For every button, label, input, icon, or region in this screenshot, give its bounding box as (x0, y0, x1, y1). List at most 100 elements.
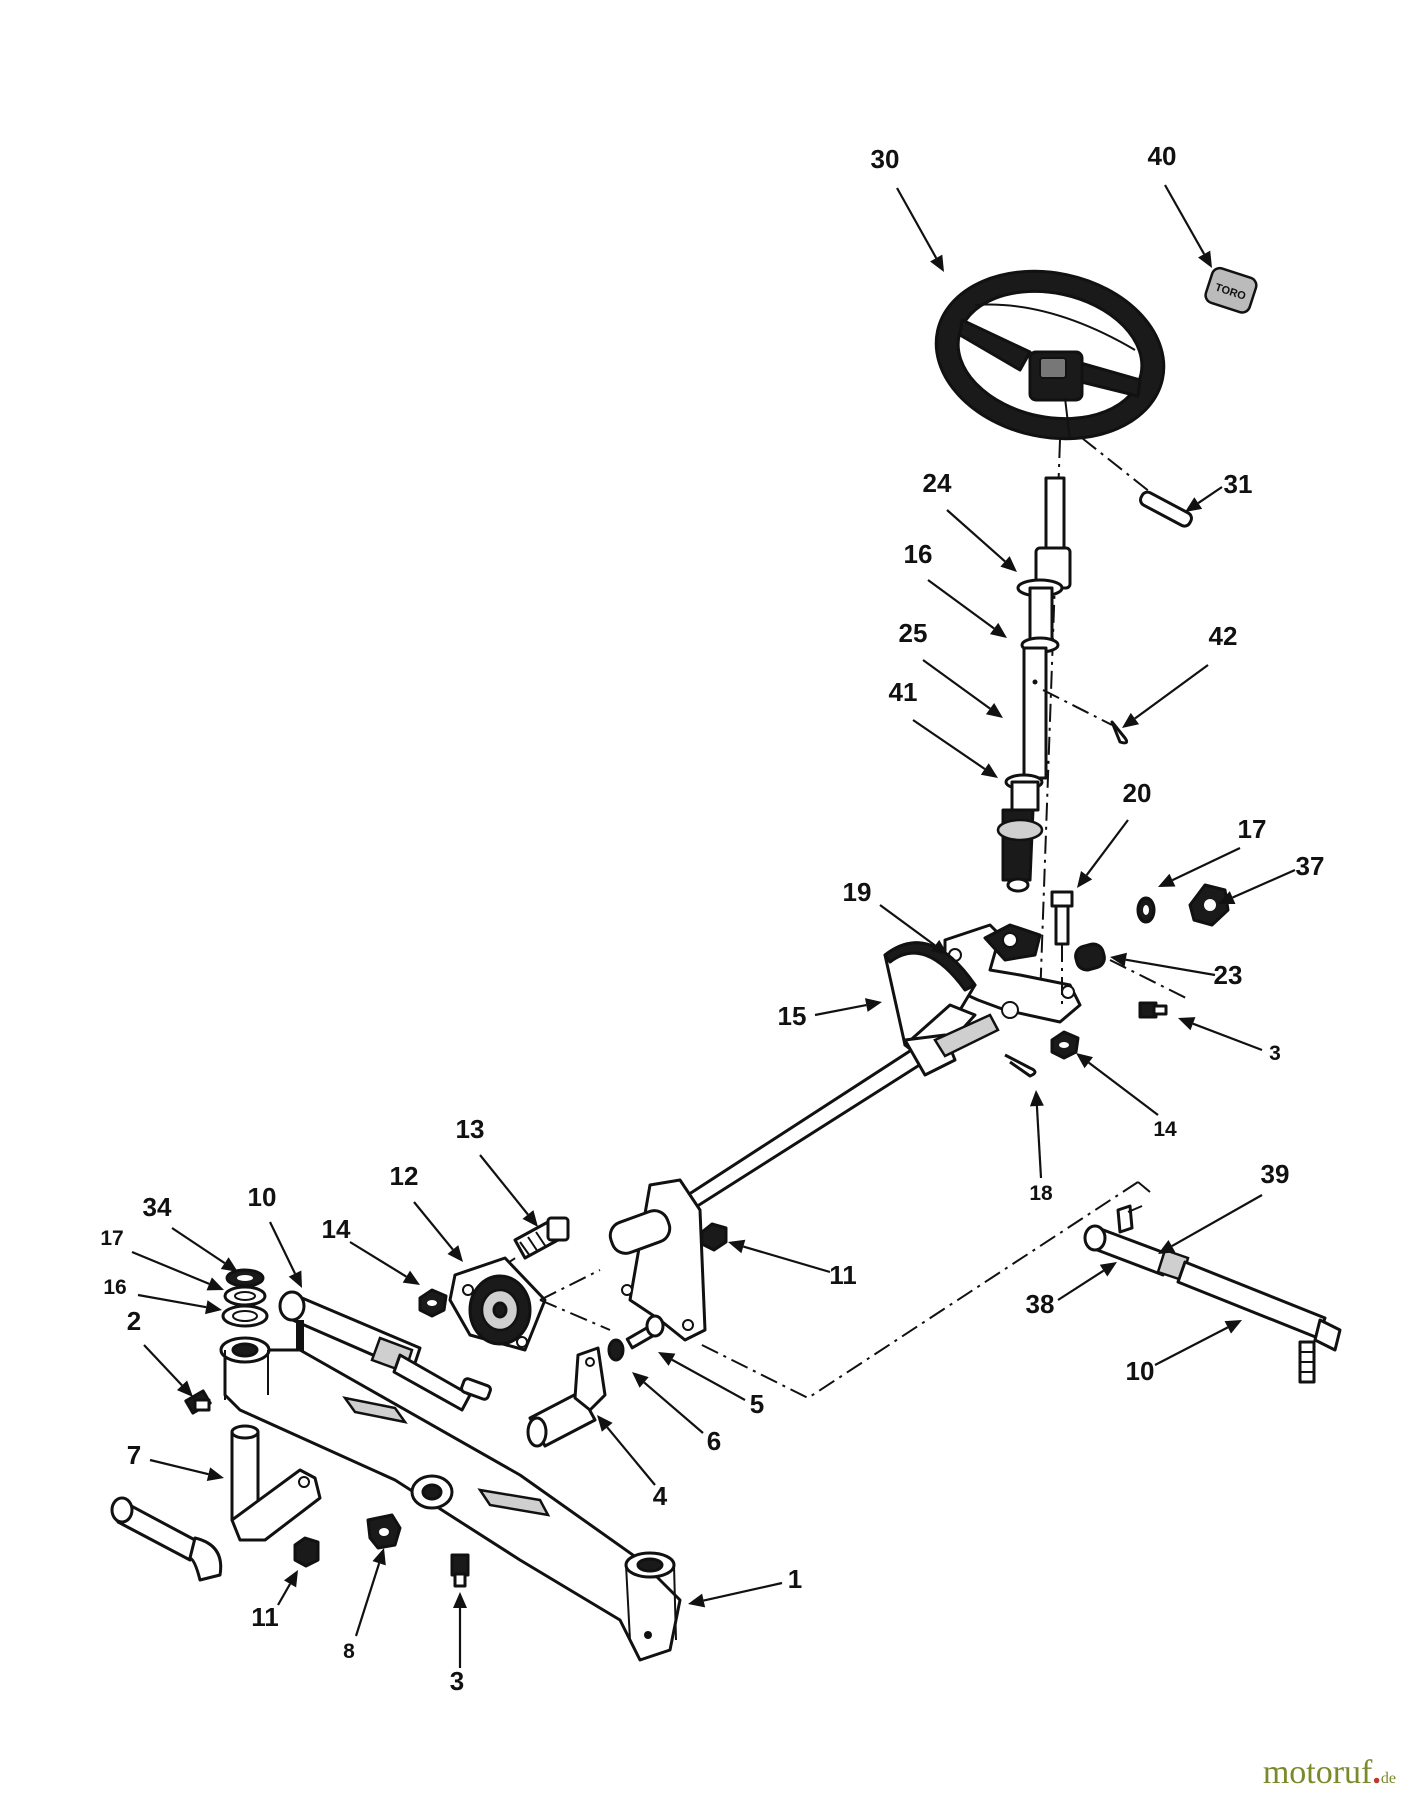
part-number-label: 12 (390, 1161, 419, 1191)
callout-4: 4 (597, 1415, 668, 1511)
arrowhead (1185, 497, 1203, 512)
arrowhead (1029, 1090, 1044, 1107)
leader-line (349, 1241, 407, 1278)
callout-3a: 3 (1178, 1017, 1281, 1065)
leader-line (1197, 486, 1223, 504)
nut-14-upper (1050, 1030, 1080, 1060)
leader-line (927, 579, 995, 630)
callout-11b: 11 (251, 1570, 298, 1632)
callout-16b: 16 (103, 1276, 222, 1315)
arrowhead (522, 1210, 538, 1227)
callout-12: 12 (390, 1161, 463, 1262)
part-number-label: 11 (829, 1260, 857, 1290)
callout-3b: 3 (450, 1592, 467, 1696)
part-number-label: 4 (653, 1481, 668, 1511)
part-number-label: 16 (103, 1276, 126, 1299)
leader-line (131, 1250, 210, 1285)
part-number-label: 3 (1269, 1042, 1281, 1065)
grease-fitting-3-upper (1138, 1001, 1168, 1019)
callout-13: 13 (456, 1114, 538, 1227)
cotter-pin-18 (1004, 1053, 1037, 1078)
leader-line (703, 1581, 783, 1602)
leader-line (354, 1562, 381, 1637)
part-number-label: 24 (923, 468, 952, 498)
arrowhead (283, 1570, 298, 1588)
callout-6: 6 (632, 1372, 721, 1456)
arrowhead (864, 998, 882, 1012)
part-number-label: 17 (1238, 814, 1267, 844)
washer-34 (225, 1268, 265, 1288)
arrowhead (597, 1415, 613, 1432)
leader-line (1171, 1194, 1263, 1248)
part-number-label: 16 (904, 539, 933, 569)
lock-nut-37 (1188, 883, 1230, 927)
leader-line (814, 1003, 867, 1017)
callout-25: 25 (899, 618, 1003, 718)
arrowhead (176, 1380, 193, 1397)
part-number-label: 39 (1261, 1159, 1290, 1189)
part-number-label: 13 (456, 1114, 485, 1144)
part-number-label: 25 (899, 618, 928, 648)
leader-line (1134, 664, 1209, 720)
leader-line (946, 509, 1006, 563)
arrowhead (1000, 556, 1017, 572)
part-number-label: 18 (1029, 1182, 1053, 1205)
callout-14b: 14 (322, 1214, 420, 1285)
callout-1: 1 (688, 1564, 802, 1608)
arrowhead (372, 1548, 386, 1566)
part-number-label: 38 (1026, 1289, 1055, 1319)
leader-line (1171, 847, 1241, 882)
roll-pin-31 (1081, 437, 1193, 528)
part-number-label: 37 (1296, 851, 1325, 881)
leader-line (1164, 184, 1206, 255)
callout-38: 38 (1026, 1262, 1117, 1319)
callout-40: 40 (1148, 141, 1212, 268)
leader-line (922, 659, 991, 710)
part-number-label: 14 (322, 1214, 351, 1244)
arrowhead (1158, 1240, 1176, 1254)
retaining-clip-8 (366, 1513, 402, 1550)
arrowhead (1122, 712, 1140, 728)
steering-bracket (943, 923, 1082, 1024)
arrowhead (1198, 250, 1212, 268)
part-number-label: 3 (450, 1666, 464, 1696)
drag-link-shaft (678, 1013, 1000, 1214)
callout-30: 30 (871, 144, 944, 272)
leader-line (1232, 868, 1296, 899)
leader-line (671, 1358, 746, 1401)
washer-16-lower (221, 1304, 269, 1328)
callout-10b: 10 (1126, 1320, 1242, 1386)
leader-line (143, 1344, 183, 1387)
callout-39: 39 (1158, 1159, 1289, 1254)
arrowhead (206, 1277, 224, 1291)
leader-line (277, 1583, 292, 1606)
assembly-line-2 (539, 1299, 611, 1331)
arrowhead (1099, 1262, 1117, 1277)
callout-23: 23 (1110, 952, 1242, 990)
arrowhead (930, 939, 948, 955)
part-number-label: 20 (1123, 778, 1152, 808)
part-number-label: 14 (1153, 1118, 1177, 1141)
part-number-label: 40 (1148, 141, 1177, 171)
support-bracket (608, 1178, 707, 1342)
leader-line (912, 719, 986, 770)
leader-line (1085, 819, 1129, 876)
part-number-label: 7 (127, 1440, 141, 1470)
arrowhead (1158, 873, 1176, 887)
steering-wheel (934, 269, 1166, 441)
part-number-label: 11 (251, 1602, 279, 1632)
arrowhead (220, 1257, 238, 1272)
part-number-label: 30 (871, 144, 900, 174)
front-axle (219, 1336, 682, 1662)
callout-37: 37 (1218, 851, 1324, 904)
part-number-label: 34 (143, 1192, 172, 1222)
arrowhead (728, 1239, 746, 1254)
callout-31: 31 (1185, 469, 1252, 512)
leader-line (643, 1381, 704, 1434)
toro-emblem: TORO (1204, 266, 1258, 314)
arrowhead (989, 622, 1007, 638)
steering-shaft (996, 439, 1072, 1001)
tie-rod-right (1083, 1204, 1342, 1384)
part-number-label: 41 (889, 677, 918, 707)
